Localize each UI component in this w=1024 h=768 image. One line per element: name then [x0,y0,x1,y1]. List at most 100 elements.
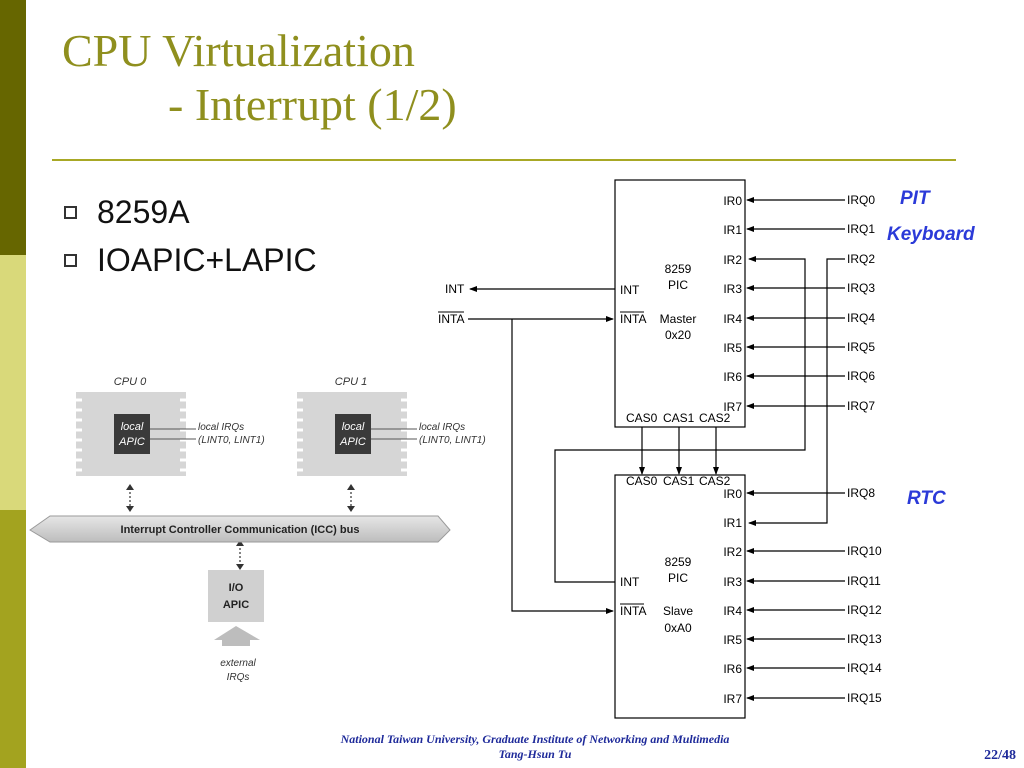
title-line-2: - Interrupt (1/2) [168,79,457,130]
slave-ir-label: IR5 [723,633,742,647]
cpu0-local-irqs-l2: (LINT0, LINT1) [198,435,265,446]
irq-label: IRQ2 [847,252,875,266]
master-ir-label: IR5 [723,341,742,355]
cpu0-local-apic-l2: APIC [118,436,145,448]
irq-label: IRQ0 [847,193,875,207]
connector-arrowheads [126,484,355,570]
sidebar-band-dark [0,0,26,255]
master-ir-label: IR6 [723,370,742,384]
master-irq-lines [746,197,845,409]
int-inta-lines [468,286,615,614]
irq-label: IRQ5 [847,340,875,354]
master-int-pin: INT [620,283,640,297]
bullet-text: 8259A [97,193,190,230]
cpu-int-label: INT [445,282,465,296]
page-number: 22/48 [984,748,1016,763]
slide-title: CPU Virtualization - Interrupt (1/2) [62,24,662,132]
slave-ir-label: IR3 [723,575,742,589]
title-line-1: CPU Virtualization [62,25,415,76]
irq-label: IRQ13 [847,632,882,646]
slave-ir-label: IR7 [723,692,742,706]
external-irq-arrow [214,626,260,640]
master-ir-label: IR3 [723,282,742,296]
cpu1-local-apic-l2: APIC [339,436,366,448]
irq-label: IRQ15 [847,691,882,705]
cpu0-local-apic-l1: local [121,421,144,433]
cpu-inta-label: INTA [438,312,464,326]
keyboard-annotation: Keyboard [887,224,975,245]
rtc-annotation: RTC [907,488,946,509]
slave-ir-label: IR6 [723,662,742,676]
slave-cas1: CAS1 [663,474,695,488]
pit-annotation: PIT [900,188,931,209]
title-divider [52,159,956,161]
external-irqs-l2: IRQs [227,672,250,683]
cpu0-chip: local APIC [70,392,196,476]
slave-int-to-master-ir2 [554,256,806,583]
irq-label: IRQ8 [847,486,875,500]
irq-label: IRQ1 [847,222,875,236]
master-name-2: PIC [668,278,688,292]
bullet-item: 8259A [64,188,317,236]
irq-label: IRQ3 [847,281,875,295]
master-cas0: CAS0 [626,411,658,425]
cpu1-label: CPU 1 [335,376,367,388]
slave-ir-label: IR0 [723,487,742,501]
slave-name-2: PIC [668,571,688,585]
cpu1-local-irqs-l1: local IRQs [419,422,465,433]
bullet-item: IOAPIC+LAPIC [64,236,317,284]
io-apic-label-2: APIC [223,599,249,611]
master-cas1: CAS1 [663,411,695,425]
cpu0-local-irqs-l1: local IRQs [198,422,244,433]
irq-label: IRQ6 [847,369,875,383]
cpu-bus-connectors [129,488,352,566]
square-bullet-icon [64,253,77,267]
io-apic-label-1: I/O [229,582,244,594]
master-irq-labels: IRQ0 IRQ1 IRQ2 IRQ3 IRQ4 IRQ5 IRQ6 IRQ7 [847,193,875,413]
slide-footer: National Taiwan University, Graduate Ins… [255,732,815,762]
irq-label: IRQ7 [847,399,875,413]
slave-inta-pin: INTA [620,604,646,618]
icc-bus [29,515,451,543]
bullet-text: IOAPIC+LAPIC [97,241,317,278]
master-ir-label: IR7 [723,400,742,414]
irq-label: IRQ11 [847,574,881,588]
slave-irq-labels: IRQ8 IRQ10 IRQ11 IRQ12 IRQ13 IRQ14 IRQ15 [847,486,882,705]
slave-role: Slave [663,604,693,618]
master-name-1: 8259 [665,262,692,276]
external-irq-arrow-base [222,640,250,646]
slave-ir-label: IR4 [723,604,742,618]
irq-label: IRQ10 [847,544,882,558]
slave-pic-box [614,474,746,719]
slave-name-1: 8259 [665,555,692,569]
irq-label: IRQ4 [847,311,875,325]
slave-cas0: CAS0 [626,474,658,488]
master-ir-label: IR4 [723,312,742,326]
master-cas2: CAS2 [699,411,731,425]
external-irqs-l1: external [220,658,256,669]
apic-diagram: CPU 0 local APIC local IRQs (LINT0, LINT… [29,376,486,683]
irq-label: IRQ12 [847,603,882,617]
square-bullet-icon [64,205,77,219]
icc-bus-label: Interrupt Controller Communication (ICC)… [121,524,360,536]
master-role: Master [660,312,697,326]
footer-author: Tang-Hsun Tu [498,747,572,761]
master-ir-label: IR1 [723,223,742,237]
io-apic-box [208,570,264,622]
slave-irq-lines [746,490,845,701]
master-pic-box [614,179,746,428]
master-ir-pins: IR0 IR1 IR2 IR3 IR4 IR5 IR6 IR7 [723,194,742,414]
slave-ir-label: IR1 [723,516,742,530]
cpu1-local-apic-l1: local [342,421,365,433]
cpu1-chip: local APIC [291,392,417,476]
cpu0-label: CPU 0 [114,376,147,388]
slave-int-pin: INT [620,575,640,589]
slave-addr: 0xA0 [664,621,692,635]
master-addr: 0x20 [665,328,691,342]
bullet-list: 8259A IOAPIC+LAPIC [64,188,317,284]
slave-cas2: CAS2 [699,474,731,488]
master-inta-pin: INTA [620,312,646,326]
master-ir-label: IR2 [723,253,742,267]
footer-institution: National Taiwan University, Graduate Ins… [340,732,730,746]
sidebar-decoration [0,0,26,768]
